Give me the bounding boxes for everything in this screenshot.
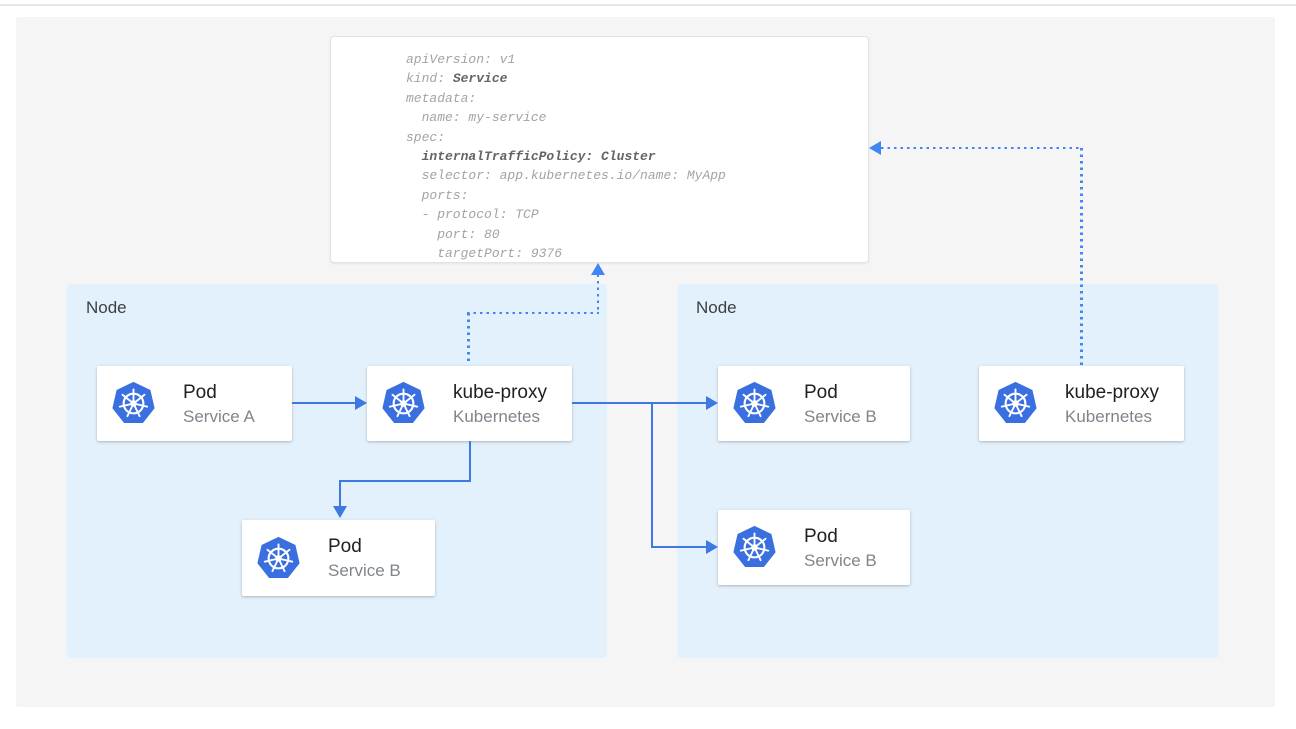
kube-proxy-card-left: kube-proxy Kubernetes [367,366,572,441]
kube-proxy-card-right: kube-proxy Kubernetes [979,366,1184,441]
card-subtitle: Kubernetes [1065,406,1152,426]
node-box-right: Node [677,284,1219,658]
yaml-line-internal-traffic-policy: internalTrafficPolicy: Cluster [421,148,656,164]
line-segment [651,546,706,548]
arrowhead-right [355,396,367,410]
yaml-line: kind: Service [406,71,508,87]
yaml-line: port: 80 [406,226,500,242]
pod-card-service-b-right-top: Pod Service B [718,366,910,441]
yaml-line: selector: app.kubernetes.io/name: MyApp [406,168,726,184]
yaml-line: targetPort: 9376 [406,245,563,261]
service-yaml-manifest-card: apiVersion: v1 kind: Service metadata: n… [330,36,869,263]
card-title: Pod [804,525,838,547]
kubernetes-icon [111,380,156,425]
yaml-line: metadata: [406,90,477,106]
kubernetes-icon [993,380,1038,425]
card-title: Pod [804,381,838,403]
arrowhead-down [333,506,347,518]
pod-card-service-b-left: Pod Service B [242,520,435,596]
line-segment [339,480,471,482]
dotted-segment [1080,148,1083,366]
arrowhead-left [869,141,881,155]
card-subtitle: Service B [804,406,877,426]
node-box-left: Node [67,284,607,658]
arrowhead-up [591,263,605,275]
card-subtitle: Kubernetes [453,406,540,426]
line-segment [572,402,706,404]
yaml-line: ports: [406,187,469,203]
card-title: kube-proxy [1065,381,1159,403]
line-segment [469,441,471,482]
node-label: Node [86,298,127,317]
line-segment [339,480,341,508]
card-subtitle: Service A [183,406,255,426]
dotted-segment [596,268,599,314]
line-segment [292,402,356,404]
card-subtitle: Service B [804,550,877,570]
kubernetes-icon [732,524,777,569]
card-title: Pod [183,381,217,403]
card-title: Pod [328,536,362,557]
yaml-line: - protocol: TCP [406,207,539,223]
dotted-segment [467,311,599,314]
line-segment [651,402,653,548]
arrowhead-right [706,540,718,554]
kubernetes-icon [256,535,301,579]
yaml-line: name: my-service [406,110,547,126]
pod-card-service-a: Pod Service A [97,366,292,441]
pod-card-service-b-right-bottom: Pod Service B [718,510,910,585]
page-top-divider [0,4,1296,6]
kubernetes-icon [381,380,426,425]
arrowhead-right [706,396,718,410]
node-label: Node [696,298,737,317]
yaml-line: spec: [406,129,446,145]
kubernetes-icon [732,380,777,425]
card-title: kube-proxy [453,381,547,403]
dotted-segment [467,313,470,363]
yaml-line: apiVersion: v1 [406,52,516,67]
card-subtitle: Service B [328,561,401,580]
dotted-segment [881,146,1082,149]
